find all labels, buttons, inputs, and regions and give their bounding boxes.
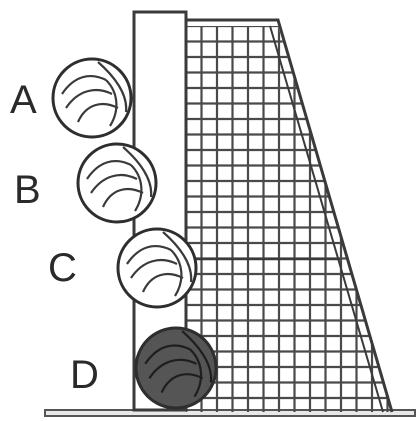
ball-d-label: D xyxy=(70,353,99,397)
ball-outline xyxy=(53,59,131,137)
ball-c-label: C xyxy=(48,246,77,290)
ball-outline xyxy=(78,144,156,222)
ball-b-label: B xyxy=(14,168,41,212)
ball-outline xyxy=(118,229,196,307)
ball-a-label: A xyxy=(10,78,37,122)
ball-outline xyxy=(136,328,216,408)
ground-line xyxy=(45,410,415,416)
ball-a xyxy=(53,59,131,137)
ball-d xyxy=(136,328,216,408)
goal-net xyxy=(186,26,400,412)
ball-b xyxy=(78,144,156,222)
ball-c xyxy=(118,229,196,307)
